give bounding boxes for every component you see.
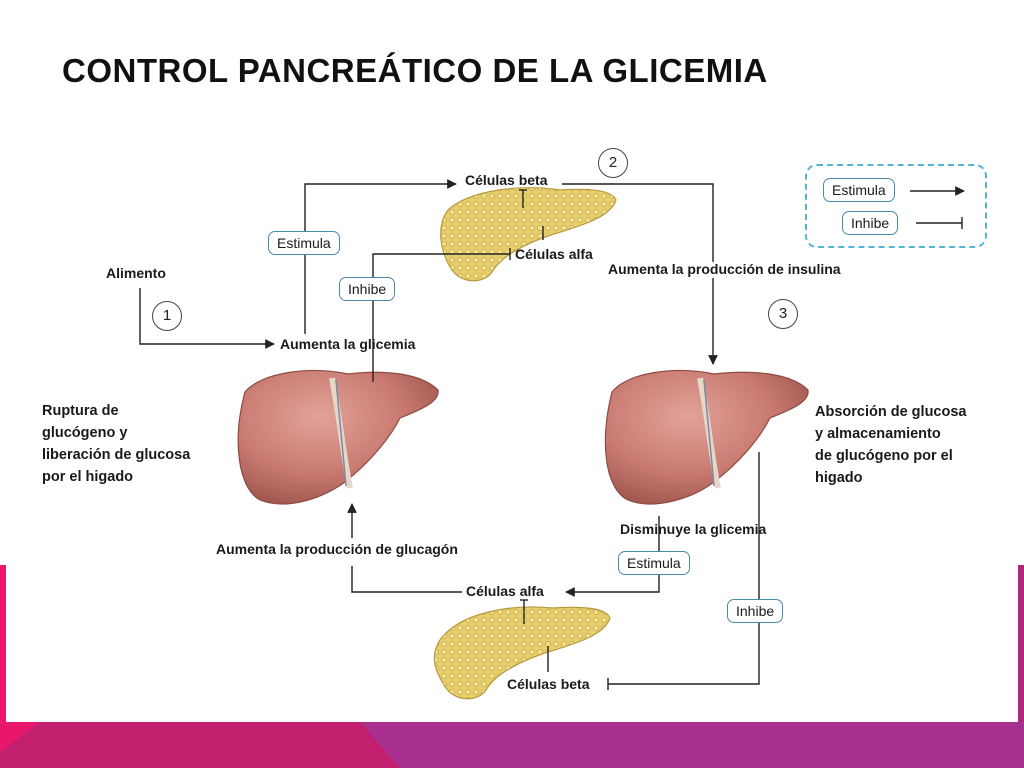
liver-left-line: liberación de glucosa — [42, 447, 191, 463]
label-alpha-cells-bottom: Células alfa — [466, 583, 544, 599]
slide-title: CONTROL PANCREÁTICO DE LA GLICEMIA — [62, 52, 768, 89]
label-beta-cells-top: Células beta — [465, 172, 548, 188]
line-inhibit-beta-bottom — [608, 452, 760, 685]
label-beta-cells-bottom: Células beta — [507, 676, 590, 692]
left-accent-bar — [0, 565, 6, 768]
step-3-marker: 3 — [768, 299, 798, 329]
label-raise-glycemia: Aumenta la glicemia — [280, 336, 416, 352]
line-inhibit-alpha-top — [372, 253, 510, 382]
stimulates-box-left: Estimula — [268, 231, 340, 255]
label-insulin-production: Aumenta la producción de insulina — [608, 261, 841, 277]
label-food: Alimento — [106, 265, 166, 281]
step-2-marker: 2 — [598, 148, 628, 178]
liver-right-line: higado — [815, 470, 863, 486]
label-glucagon-production: Aumenta la producción de glucagón — [216, 541, 458, 557]
stimulates-box-right: Estimula — [618, 551, 690, 575]
line-alpha-to-glucagon — [351, 566, 462, 593]
bottom-band-right — [360, 722, 1024, 768]
bottom-band-left — [0, 722, 440, 768]
legend-panel — [805, 164, 987, 248]
right-accent-bar — [1018, 565, 1024, 768]
legend-stimulates-box: Estimula — [823, 178, 895, 202]
line-beta-to-insulin — [562, 183, 714, 262]
pancreas-bottom-illustration — [433, 606, 611, 700]
liver-left-illustration — [237, 369, 439, 505]
legend-inhibits-box: Inhibe — [842, 211, 899, 235]
line-food-to-glycemia — [139, 288, 275, 349]
legend-inhibits-line — [916, 217, 963, 229]
line-glycemia-to-beta — [304, 179, 457, 334]
line-liver-to-alpha-bottom — [565, 516, 660, 597]
liver-right-description: Absorción de glucosa y almacenamiento de… — [815, 401, 966, 489]
liver-right-line: de glucógeno por el — [815, 448, 953, 464]
liver-right-line: Absorción de glucosa — [815, 404, 967, 420]
liver-left-line: glucógeno y — [42, 425, 128, 441]
step-1-marker: 1 — [152, 301, 182, 331]
liver-right-illustration — [604, 369, 809, 505]
inhibits-box-left: Inhibe — [339, 277, 396, 301]
bottom-band-corner — [0, 722, 40, 752]
liver-left-line: por el higado — [42, 469, 134, 485]
inhibits-box-right: Inhibe — [727, 599, 784, 623]
pancreas-top-illustration — [440, 187, 617, 282]
liver-left-description: Ruptura de glucógeno y liberación de glu… — [42, 400, 190, 488]
liver-left-line: Ruptura de — [42, 403, 119, 419]
label-alpha-cells-top: Células alfa — [515, 246, 593, 262]
liver-right-line: y almacenamiento — [815, 426, 941, 442]
label-lower-glycemia: Disminuye la glicemia — [620, 521, 767, 537]
